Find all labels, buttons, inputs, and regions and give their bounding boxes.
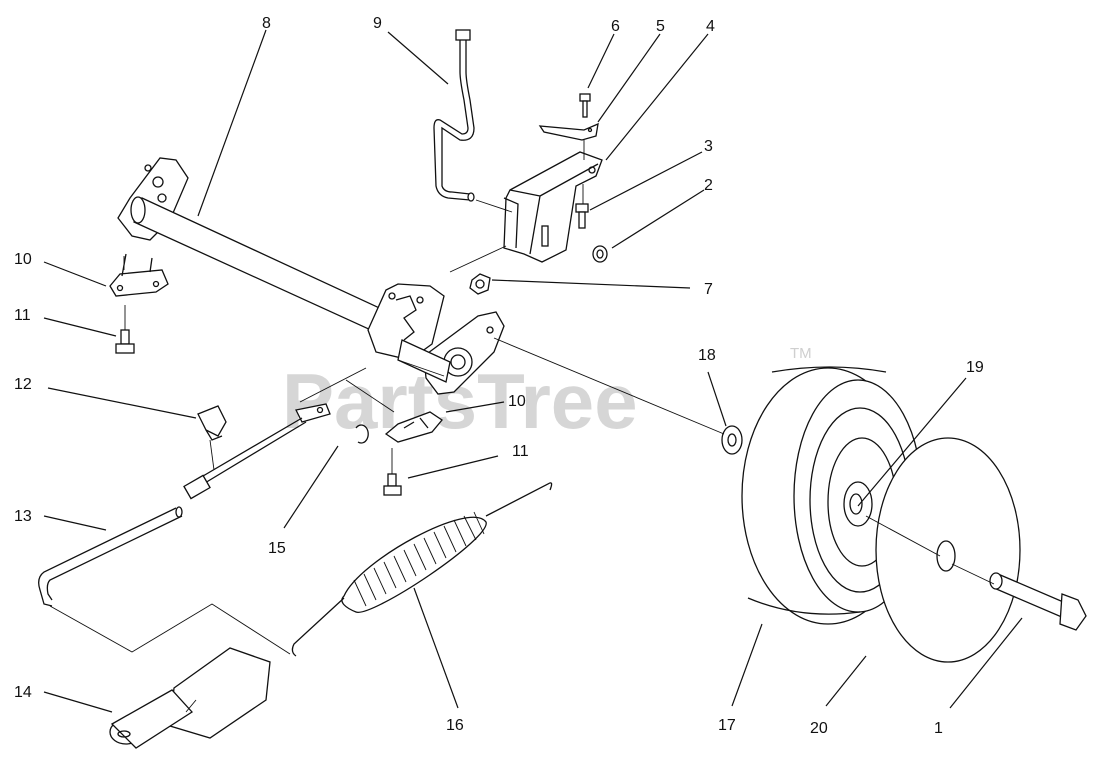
leader-lines (43, 29, 1023, 713)
clip-part-12[interactable] (197, 405, 227, 441)
control-rod-part-9[interactable] (433, 29, 475, 202)
linkage-rod[interactable] (183, 403, 331, 500)
bracket-part-10-left[interactable] (109, 253, 169, 297)
washer-part-18[interactable] (721, 425, 743, 455)
screw-part-3[interactable] (575, 184, 589, 229)
callout-4: 4 (706, 18, 715, 35)
callout-10-right: 10 (508, 393, 526, 410)
nut-part-7[interactable] (469, 273, 491, 295)
spring-part-16[interactable] (291, 482, 553, 657)
axle-tube-part-8[interactable] (117, 157, 389, 337)
watermark-trademark: TM (790, 345, 812, 362)
callout-11-right: 11 (512, 443, 529, 460)
callout-12: 12 (14, 376, 32, 393)
callout-labels: 1 2 3 4 5 6 7 8 9 10 10 11 11 12 13 14 1… (14, 15, 984, 737)
callout-8: 8 (262, 15, 271, 32)
nut-part-2[interactable] (592, 245, 608, 263)
pivot-bracket-assembly[interactable] (367, 283, 505, 395)
callout-2: 2 (704, 177, 713, 194)
callout-5: 5 (656, 18, 665, 35)
screw-part-6[interactable] (579, 93, 591, 118)
shoulder-bolt-part-1[interactable] (989, 572, 1087, 631)
retaining-ring-part-15[interactable] (355, 424, 369, 444)
callout-1: 1 (934, 720, 943, 737)
callout-10-left: 10 (14, 251, 32, 268)
bolt-part-11-right[interactable] (383, 448, 402, 496)
mount-bracket-part-4[interactable] (503, 151, 603, 263)
callout-15: 15 (268, 540, 286, 557)
callout-18: 18 (698, 347, 716, 364)
clip-part-5[interactable] (538, 122, 599, 160)
callout-13: 13 (14, 508, 32, 525)
callout-16: 16 (446, 717, 464, 734)
bolt-part-11-left[interactable] (115, 305, 135, 354)
assembly-centerlines (49, 199, 995, 655)
bracket-part-10-right[interactable] (384, 411, 443, 443)
callout-11-left: 11 (14, 307, 31, 324)
hub-cap-part-20[interactable] (875, 437, 1021, 663)
callout-14: 14 (14, 684, 32, 701)
bent-rod-part-13[interactable] (38, 506, 183, 607)
callout-20: 20 (810, 720, 828, 737)
callout-6: 6 (611, 18, 620, 35)
callout-7: 7 (704, 281, 713, 298)
callout-9: 9 (373, 15, 382, 32)
callout-3: 3 (704, 138, 713, 155)
callout-19: 19 (966, 359, 984, 376)
callout-17: 17 (718, 717, 736, 734)
handle-grip-part-14[interactable] (109, 647, 271, 749)
